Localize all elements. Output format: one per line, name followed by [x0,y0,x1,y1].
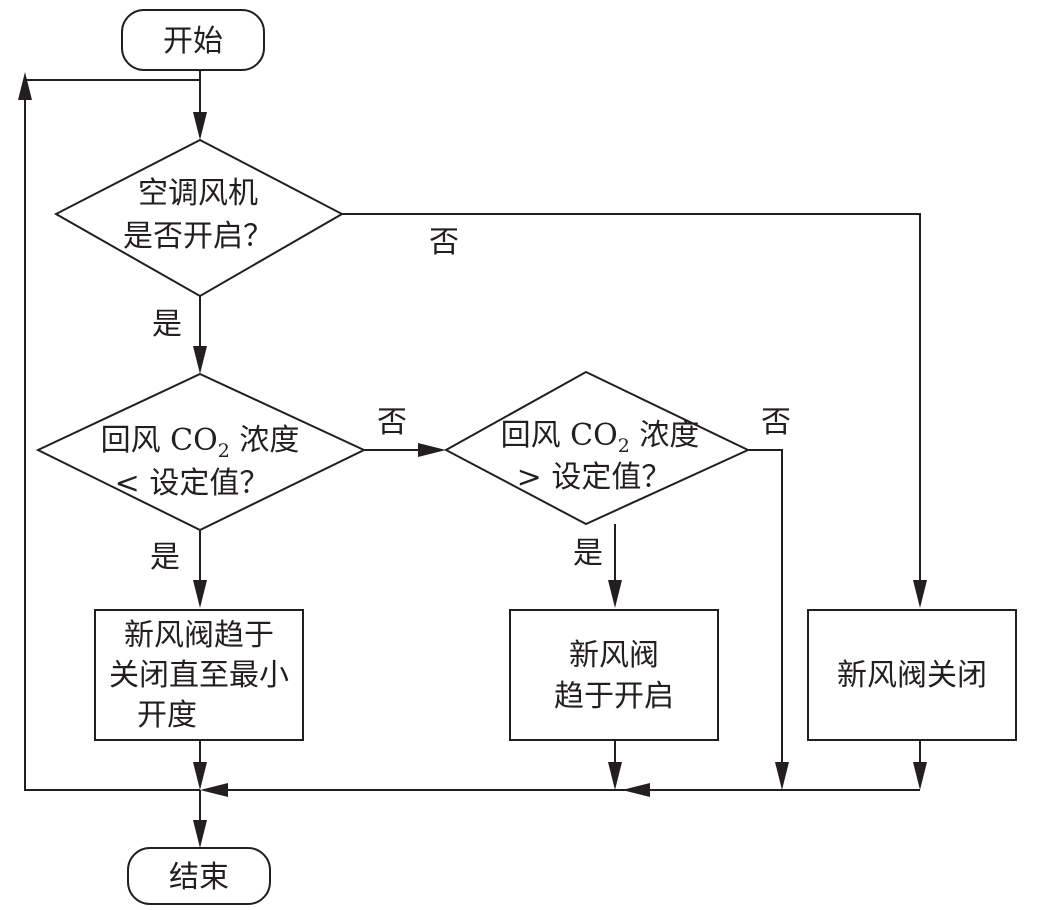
co2-low-line-2: < 设定值？ [115,466,270,501]
co2-high-line-2: > 设定值？ [517,460,672,495]
co2-low-prefix: 回风 CO [101,423,218,458]
arrowhead-down-close-min [193,762,207,790]
edge-fan-no [342,213,921,586]
start-label: 开始 [163,24,223,59]
start-node: 开始 [121,9,265,71]
close-to-min-line-2: 关闭直至最小 [109,658,289,693]
tend-open-process: 新风阀 趋于开启 [509,609,719,741]
arrowhead-into-fan-check [193,112,207,140]
co2-high-prefix: 回风 CO [501,418,618,453]
edge-label-low-yes: 是 [150,540,180,575]
arrowhead-down-tend-open [608,762,622,790]
arrowhead-into-close-min [193,580,207,608]
close-to-min-line-1: 新风阀趋于 [124,618,274,653]
arrowhead-up-left-loop [18,72,32,100]
edge-loop-return [24,79,200,791]
co2-low-decision: 回风 CO2 浓度 < 设定值？ [35,372,367,532]
arrowhead-into-valve-closed [913,580,927,608]
arrowhead-merge-left [200,783,228,797]
edge-label-low-no: 否 [377,405,407,440]
close-to-min-line-3: 开度 [137,698,197,733]
arrowhead-into-co2-high [418,443,446,457]
tend-open-line-1: 新风阀 [569,638,659,673]
co2-high-decision: 回风 CO2 浓度 > 设定值？ [443,370,751,526]
edge-label-fan-no: 否 [429,225,459,260]
tend-open-line-2: 趋于开启 [554,679,674,714]
end-label: 结束 [169,860,229,895]
co2-high-subscript: 2 [618,435,630,457]
edge-label-fan-yes: 是 [152,307,182,342]
edge-label-high-no: 否 [761,405,791,440]
close-to-min-process: 新风阀趋于 关闭直至最小 开度 [94,609,304,741]
edge-high-no [748,449,783,768]
co2-high-suffix: 浓度 [630,418,700,453]
arrowhead-into-co2-low [193,346,207,374]
arrowhead-into-tend-open [608,580,622,608]
edge-label-high-yes: 是 [573,536,603,571]
end-node: 结束 [127,847,271,905]
fan-check-line-2: 是否开启？ [123,219,273,254]
co2-low-line-1: 回风 CO2 浓度 [101,423,300,462]
co2-low-subscript: 2 [218,440,230,462]
valve-closed-process: 新风阀关闭 [807,609,1017,741]
arrowhead-down-high-no [775,762,789,790]
co2-high-line-1: 回风 CO2 浓度 [501,418,700,457]
co2-low-suffix: 浓度 [230,423,300,458]
arrowhead-down-valve-closed [913,762,927,790]
fan-check-decision: 空调风机 是否开启？ [53,138,345,298]
fan-check-line-1: 空调风机 [138,176,258,211]
arrowhead-into-end [193,820,207,848]
valve-closed-label: 新风阀关闭 [837,658,987,693]
arrowhead-merge-mid [622,783,650,797]
